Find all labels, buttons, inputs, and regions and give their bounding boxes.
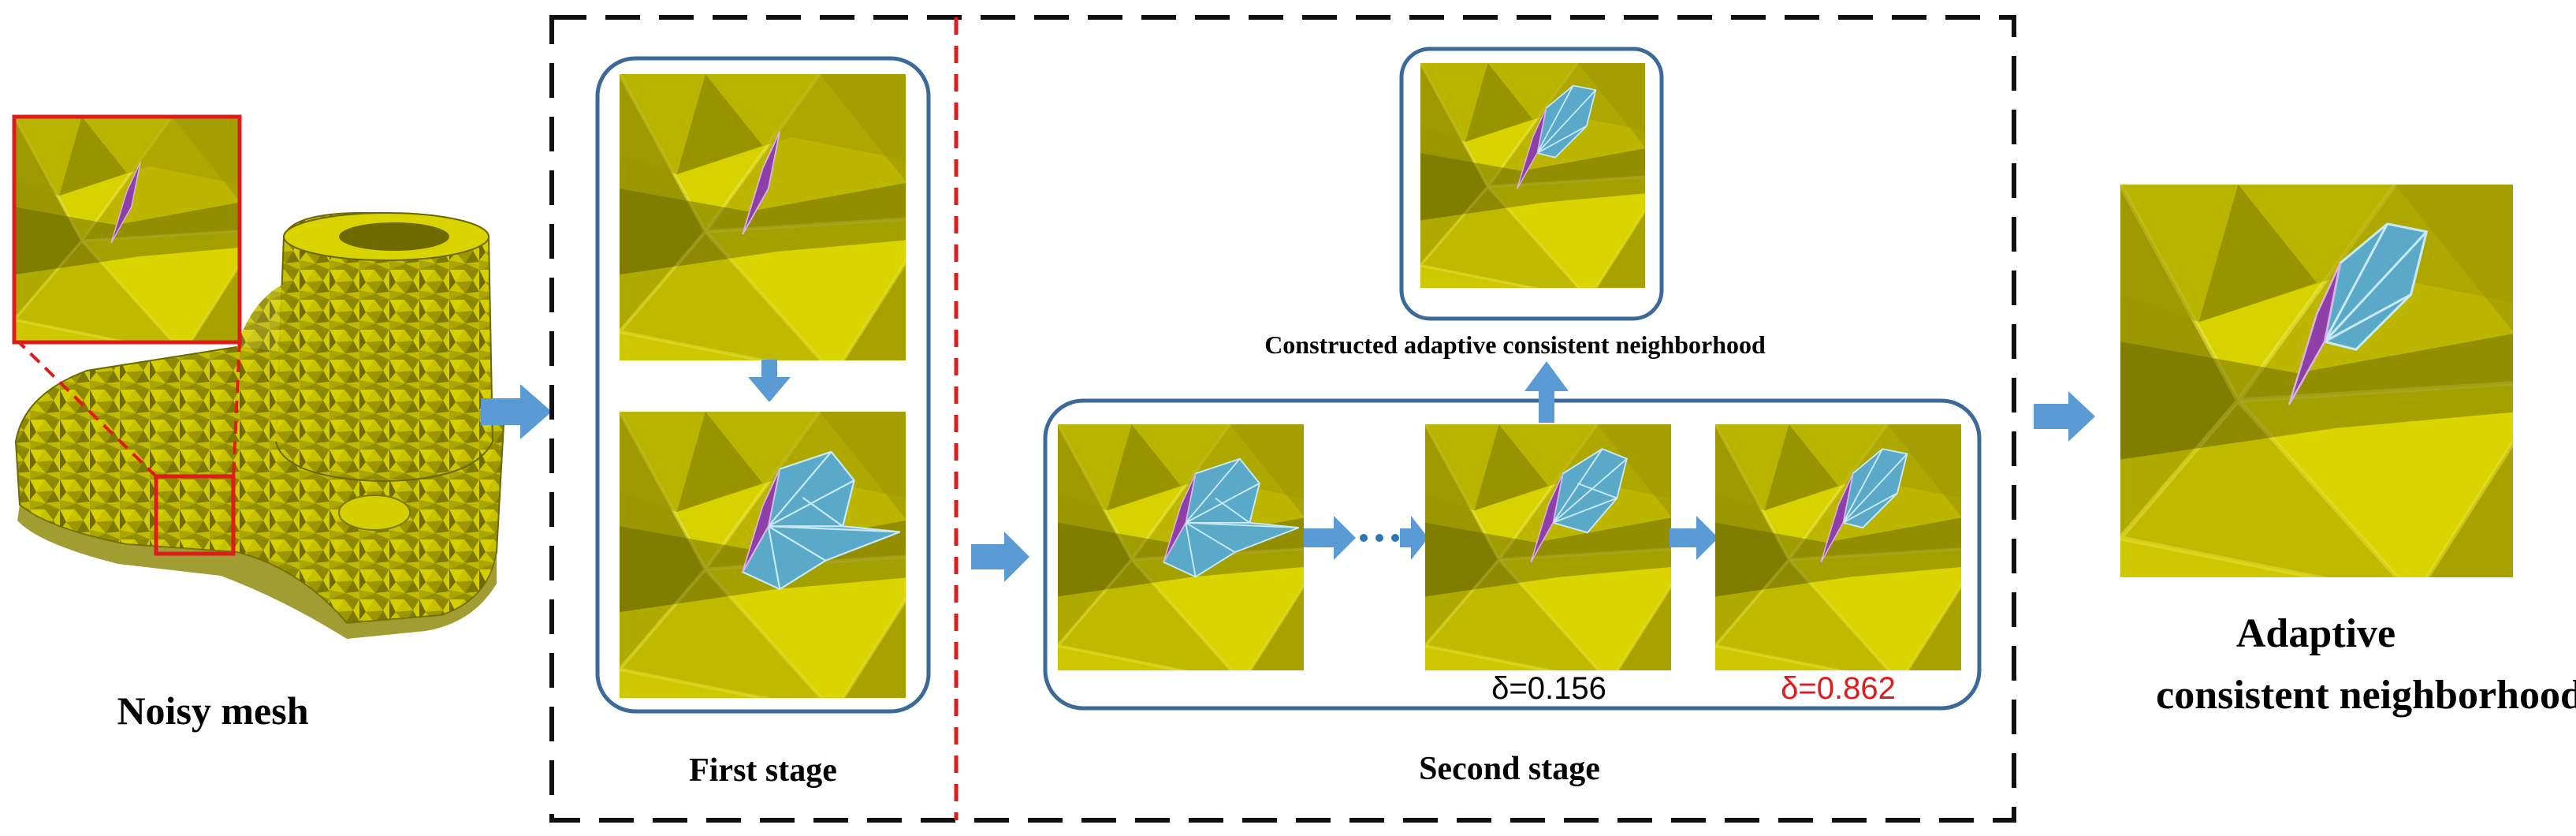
arrow-right-icon	[1670, 516, 1718, 560]
constructed-label: Constructed adaptive consistent neighbor…	[1264, 330, 1766, 359]
result-label-line1: Adaptive	[2236, 611, 2395, 656]
first-stage-tile-expanded	[620, 412, 906, 698]
arrow-right-icon	[481, 384, 552, 439]
second-stage-tile-3	[1715, 424, 1961, 670]
result-tile	[2120, 185, 2513, 577]
arrow-right-icon	[1304, 516, 1356, 560]
arrow-down-icon	[748, 360, 791, 402]
first-stage-label: First stage	[689, 752, 837, 789]
arrow-right-icon	[2034, 391, 2095, 442]
ellipsis-dot	[1375, 534, 1383, 542]
delta-value-last: δ=0.862	[1781, 671, 1896, 706]
second-stage-tile-2	[1425, 424, 1671, 670]
arrow-right-icon	[1400, 516, 1428, 560]
constructed-box	[1399, 47, 1664, 321]
constructed-tile	[1420, 63, 1645, 288]
second-stage-box	[1043, 398, 1982, 711]
ellipsis-dot	[1360, 534, 1368, 542]
second-stage-label: Second stage	[1419, 751, 1600, 787]
noisy-mesh-illustration	[12, 114, 506, 639]
ellipsis-dot	[1391, 534, 1399, 542]
noisy-mesh-label: Noisy mesh	[117, 689, 308, 733]
stage-frame	[549, 15, 2016, 823]
first-stage-tile-initial	[620, 74, 906, 360]
delta-value-middle: δ=0.156	[1491, 671, 1606, 706]
arrow-up-icon	[1524, 361, 1569, 423]
second-stage-tile-1	[1058, 424, 1304, 670]
first-stage-box	[595, 56, 931, 714]
arrow-right-icon	[971, 532, 1029, 582]
result-label-line2: consistent neighborhood	[2156, 673, 2576, 718]
